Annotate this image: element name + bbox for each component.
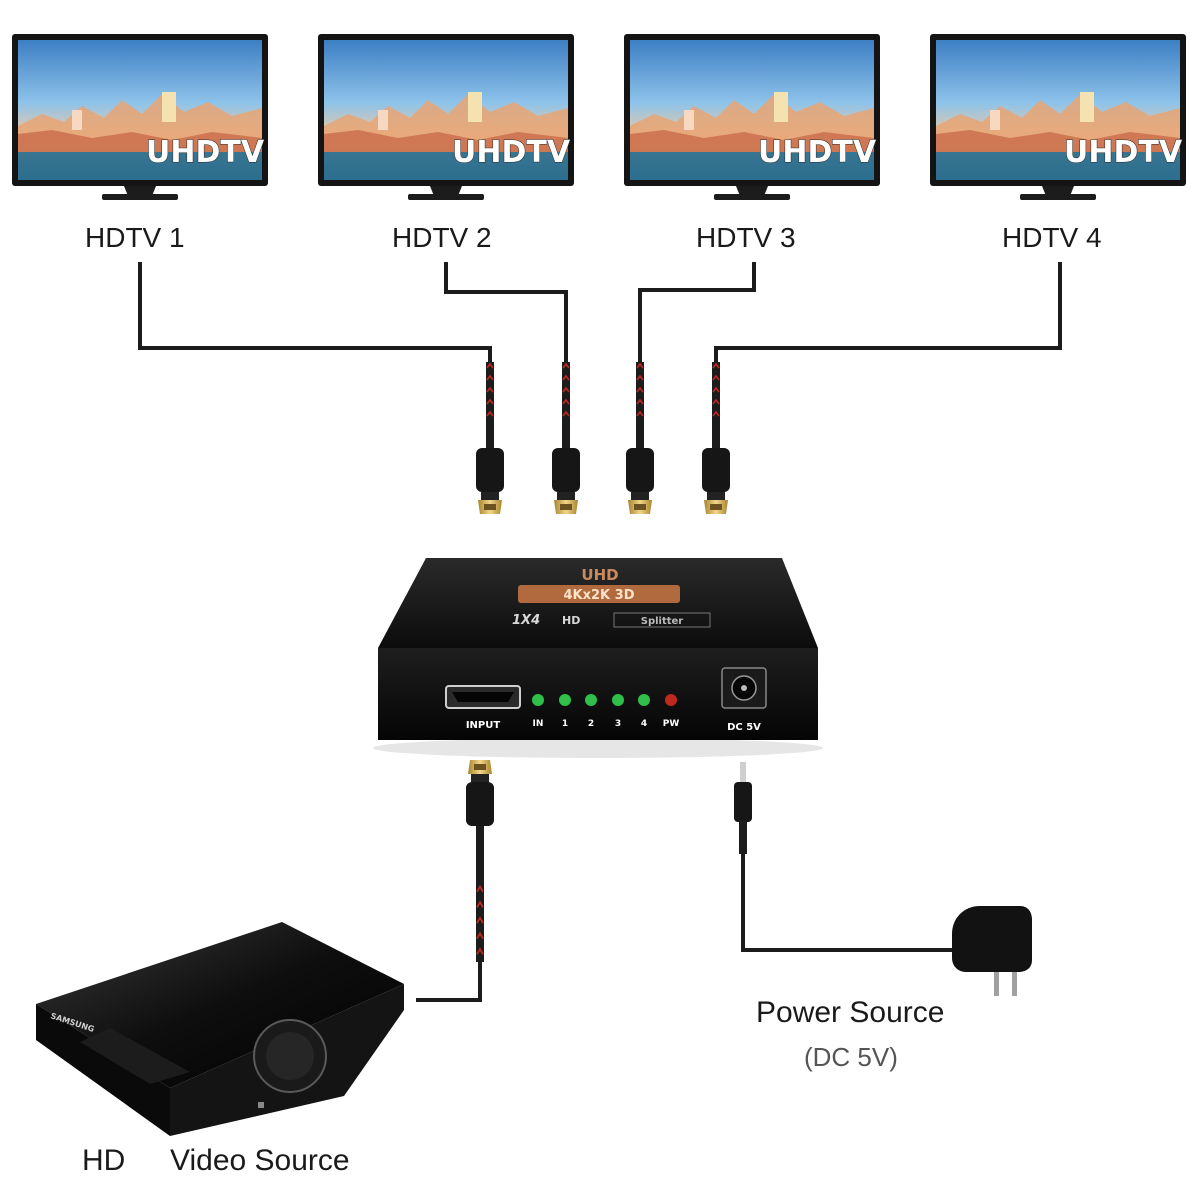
tv-4-screen-text: UHDTV (1064, 135, 1183, 170)
braid-tv-2 (561, 361, 571, 423)
input-port-label: INPUT (466, 720, 501, 731)
tv-2-screen-text: UHDTV (452, 135, 571, 170)
splitter-hd: HD (562, 614, 580, 627)
dc-jack-icon (721, 667, 767, 709)
dc-jack-label: DC 5V (727, 722, 761, 733)
splitter-model: 1X4 (512, 613, 540, 628)
hdmi-plug-2-icon (552, 420, 580, 514)
tv-1-screen-text: UHDTV (146, 135, 265, 170)
led-1: 1 (559, 694, 571, 729)
led-pw: PW (663, 694, 680, 729)
led-3-label: 3 (615, 719, 621, 729)
hdmi-splitter: UHD 4Kx2K 3D 1X4 HD Splitter INPUT IN 1 … (373, 558, 823, 758)
tv-2: UHDTV (318, 34, 574, 200)
dc-plug-icon (734, 762, 752, 854)
video-source-player: SAMSUNG (36, 922, 404, 1136)
tv-4: UHDTV (930, 34, 1186, 200)
splitter-badge-bg (518, 585, 680, 603)
splitter-type-box (613, 612, 711, 628)
source-label-video: Video Source (170, 1144, 350, 1177)
led-2-indicator (585, 694, 597, 706)
led-pw-indicator (665, 694, 677, 706)
braid-tv-3 (635, 361, 645, 423)
braid-tv-4 (711, 361, 721, 423)
led-1-label: 1 (562, 719, 568, 729)
led-in: IN (532, 694, 544, 729)
power-adapter-icon (952, 906, 1032, 996)
cable-tv-2 (444, 262, 568, 362)
player-control-dial-icon (253, 1019, 327, 1093)
tv-4-icon (930, 34, 1186, 200)
led-4: 4 (638, 694, 650, 729)
cable-tv-3 (638, 262, 756, 362)
tv-3-screen-text: UHDTV (758, 135, 877, 170)
led-1-indicator (559, 694, 571, 706)
braid-input (474, 850, 486, 964)
output-cables (138, 262, 1062, 362)
tv-2-icon (318, 34, 574, 200)
tv-1-label: HDTV 1 (85, 222, 185, 253)
tv-3: UHDTV (624, 34, 880, 200)
cable-tv-4 (714, 262, 1062, 362)
cable-source (416, 958, 482, 1002)
led-4-indicator (638, 694, 650, 706)
player-power-led-icon (258, 1102, 264, 1108)
tv-1-icon (12, 34, 268, 200)
cable-tv-1 (138, 262, 492, 362)
splitter-badge: 4Kx2K 3D (564, 588, 635, 603)
tv-4-label: HDTV 4 (1002, 222, 1102, 253)
cable-power (741, 852, 952, 952)
led-4-label: 4 (641, 719, 647, 729)
tv-1: UHDTV (12, 34, 268, 200)
splitter-type: Splitter (641, 616, 684, 627)
player-front (36, 1004, 170, 1136)
source-label-hd: HD (82, 1144, 125, 1177)
tv-2-label: HDTV 2 (392, 222, 492, 253)
hdmi-plug-3-icon (626, 420, 654, 514)
hdmi-input-port-icon (445, 685, 521, 709)
led-pw-label: PW (663, 719, 680, 729)
led-2: 2 (585, 694, 597, 729)
led-in-label: IN (533, 719, 544, 729)
hdmi-plug-4-icon (702, 420, 730, 514)
power-source-sublabel: (DC 5V) (804, 1042, 898, 1072)
tv-3-icon (624, 34, 880, 200)
hdmi-input-plug-icon (466, 760, 494, 850)
tv-3-label: HDTV 3 (696, 222, 796, 253)
led-3: 3 (612, 694, 624, 729)
led-in-indicator (532, 694, 544, 706)
led-3-indicator (612, 694, 624, 706)
splitter-brand: UHD (581, 566, 618, 584)
power-source-label: Power Source (756, 996, 944, 1029)
led-2-label: 2 (588, 719, 594, 729)
braid-tv-1 (485, 361, 495, 423)
hdmi-plug-1-icon (476, 420, 504, 514)
